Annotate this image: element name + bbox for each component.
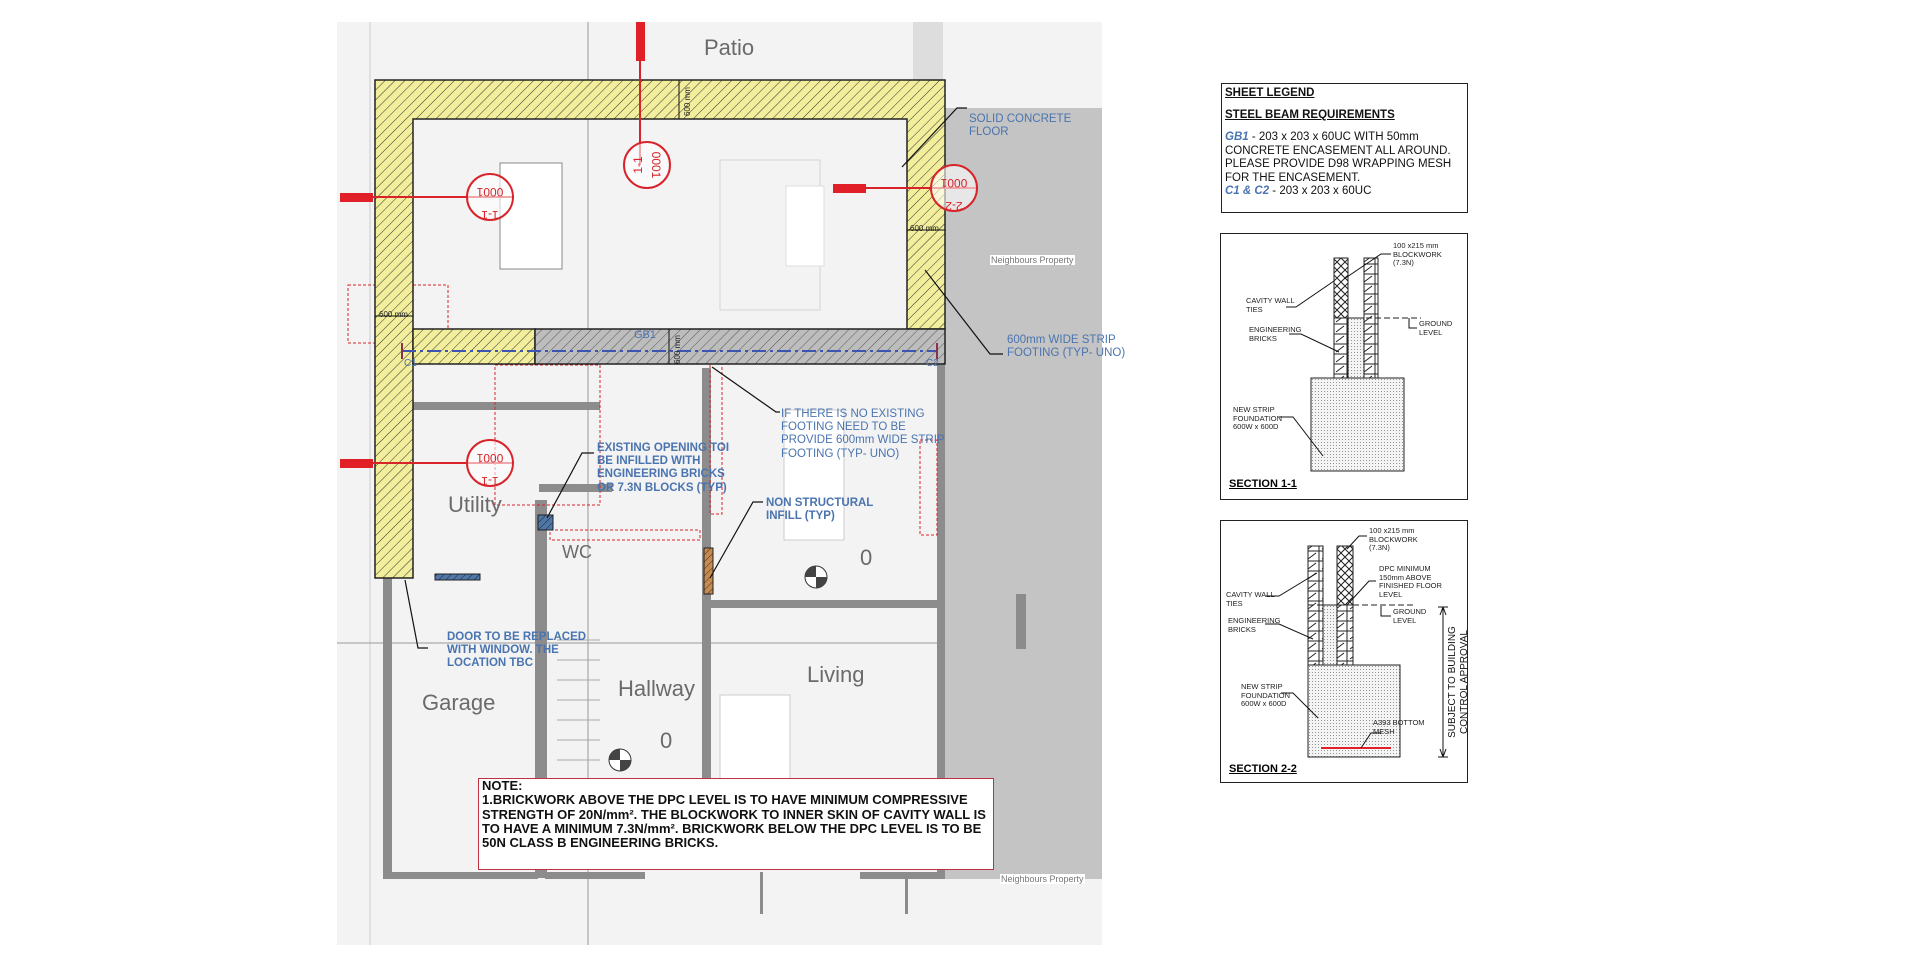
beam-label-gb1: GB1 [634,329,657,341]
section-1-title: SECTION 1-1 [1229,478,1297,490]
section-1-sheet-ref: 0001 [476,451,503,465]
label-building-control-approval: SUBJECT TO BUILDING CONTROL APPROVAL [1447,626,1470,738]
section-2-2-detail: 100 x215 mm BLOCKWORK (7.3N) DPC MINIMUM… [1220,520,1470,783]
room-label-hallway: Hallway [618,676,696,701]
annotation-existing-opening: EXISTING OPENING TOI BE INFILLED WITH EN… [597,442,730,494]
label-cavity-wall-ties: CAVITY WALL TIES [1246,296,1295,314]
section-1-label: 1-1 [481,208,499,222]
label-engineering-bricks: ENGINEERING BRICKS [1228,616,1281,634]
room-label-garage: Garage [422,690,496,715]
level-mark: 0 [860,545,873,570]
label-strip-foundation: NEW STRIP FOUNDATION 600W x 600D [1233,405,1283,432]
level-datum-markers [608,565,828,772]
column-label-c1: C1 [404,358,417,369]
section-1-sheet-ref: 0001 [649,152,663,179]
label-cavity-wall-ties: CAVITY WALL TIES [1226,590,1275,608]
dimension-lines [375,80,945,364]
annotation-door-replaced: DOOR TO BE REPLACED WITH WINDOW. THE LOC… [447,631,587,670]
neighbour-wall [1016,594,1026,649]
new-strip-footing [374,79,946,579]
label-ground-level: GROUND LEVEL [1419,319,1453,337]
legend-subtitle: STEEL BEAM REQUIREMENTS [1225,109,1395,121]
dimension-label: 600 mm [910,224,939,233]
legend-gb1-text: - 203 x 203 x 60UC WITH 50mm CONCRETE EN… [1225,131,1452,184]
section-1-sheet-ref: 0001 [476,185,503,199]
label-blockwork: 100 x215 mm BLOCKWORK (7.3N) [1369,526,1418,553]
neighbour-property-area [945,108,1102,879]
legend-title: SHEET LEGEND [1225,87,1315,99]
kitchen-island [499,162,563,270]
label-ground-level: GROUND LEVEL [1393,607,1427,625]
sheet-legend: SHEET LEGEND STEEL BEAM REQUIREMENTS GB1… [1221,83,1468,213]
section-2-title: SECTION 2-2 [1229,763,1297,775]
label-dpc: DPC MINIMUM 150mm ABOVE FINISHED FLOOR L… [1379,564,1442,599]
section-1-label: 1-1 [631,156,645,174]
infill-blockwork [434,573,481,581]
non-structural-infill [703,547,714,595]
level-mark: 0 [660,728,673,753]
legend-c-tag: C1 & C2 [1225,185,1270,198]
neighbours-property-label: Neighbours Property [1000,874,1085,885]
legend-c-text: - 203 x 203 x 60UC [1269,185,1372,198]
section-cut-bars [340,22,866,468]
room-label-patio: Patio [704,35,755,60]
beam-encasement-gb1 [534,328,946,365]
dimension-label: 600 mm [673,335,682,364]
note-title: NOTE: [482,778,523,793]
infill-blockwork [537,514,554,531]
annotation-solid-concrete-floor: SOLID CONCRETE FLOOR [969,113,1072,139]
room-label-wc: WC [562,542,592,562]
label-blockwork: 100 x215 mm BLOCKWORK (7.3N) [1393,241,1442,268]
label-strip-foundation: NEW STRIP FOUNDATION 600W x 600D [1241,682,1291,709]
room-label-living: Living [807,662,865,687]
dimension-label: 600 mm [379,310,408,319]
legend-gb1-tag: GB1 [1225,131,1249,143]
structural-note-box: NOTE: 1.BRICKWORK ABOVE THE DPC LEVEL IS… [478,778,994,870]
neighbours-property-label: Neighbours Property [990,255,1075,266]
annotation-no-existing-footing: IF THERE IS NO EXISTING FOOTING NEED TO … [781,408,945,460]
note-body: 1.BRICKWORK ABOVE THE DPC LEVEL IS TO HA… [482,792,986,851]
room-label-utility: Utility [448,492,502,517]
label-bottom-mesh: A393 BOTTOM MESH [1373,718,1425,736]
dimension-label: 600 mm [683,87,692,116]
annotation-non-structural-infill: NON STRUCTURAL INFILL (TYP) [766,497,874,523]
label-engineering-bricks: ENGINEERING BRICKS [1249,325,1302,343]
section-1-1-detail: 100 x215 mm BLOCKWORK (7.3N) CAVITY WALL… [1220,233,1468,500]
section-2-sheet-ref: 0001 [940,176,967,190]
annotation-strip-footing: 600mm WIDE STRIP FOOTING (TYP- UNO) [1007,334,1126,360]
section-1-label: 1-1 [481,474,499,488]
section-2-label: 2-2 [945,199,963,213]
annotation-leaders [404,107,1003,649]
strip-footing-beam-left [412,328,536,365]
column-label-c2: C2 [926,358,939,369]
